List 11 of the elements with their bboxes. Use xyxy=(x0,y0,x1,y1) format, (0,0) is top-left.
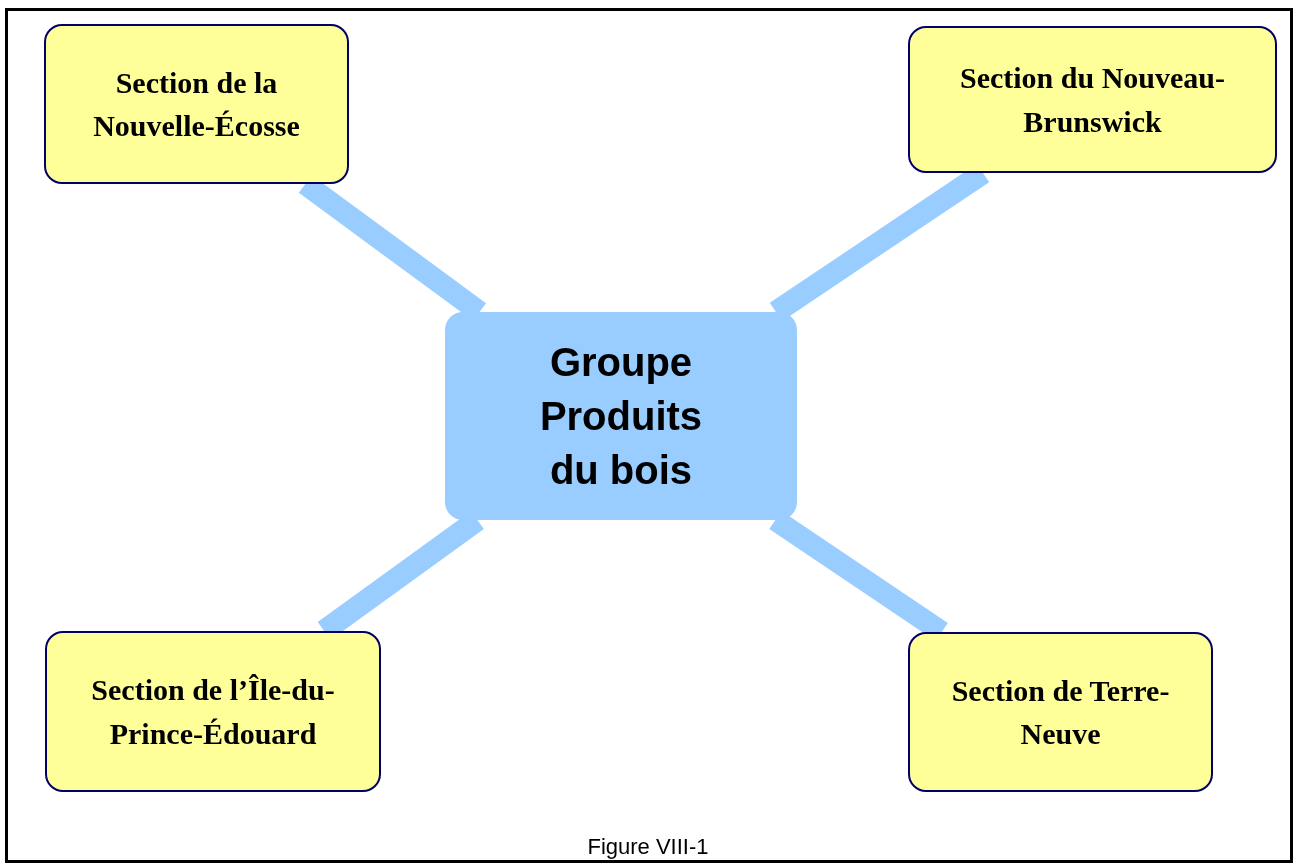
section-name: Section de Terre-Neuve xyxy=(950,672,1171,752)
section-box xyxy=(908,26,1277,173)
figure-caption: Figure VIII-1 xyxy=(586,833,710,861)
central-box xyxy=(445,312,797,520)
section-box xyxy=(45,631,381,792)
section-name: Section de la Nouvelle-Écosse xyxy=(92,64,301,144)
section-box xyxy=(908,632,1213,792)
section-box xyxy=(44,24,349,184)
section-name: Section du Nouveau- Brunswick xyxy=(958,60,1226,140)
section-name: Section de l’Île-du-Prince-Édouard xyxy=(90,672,336,752)
group-title: Groupe Produits du bois xyxy=(538,339,704,494)
